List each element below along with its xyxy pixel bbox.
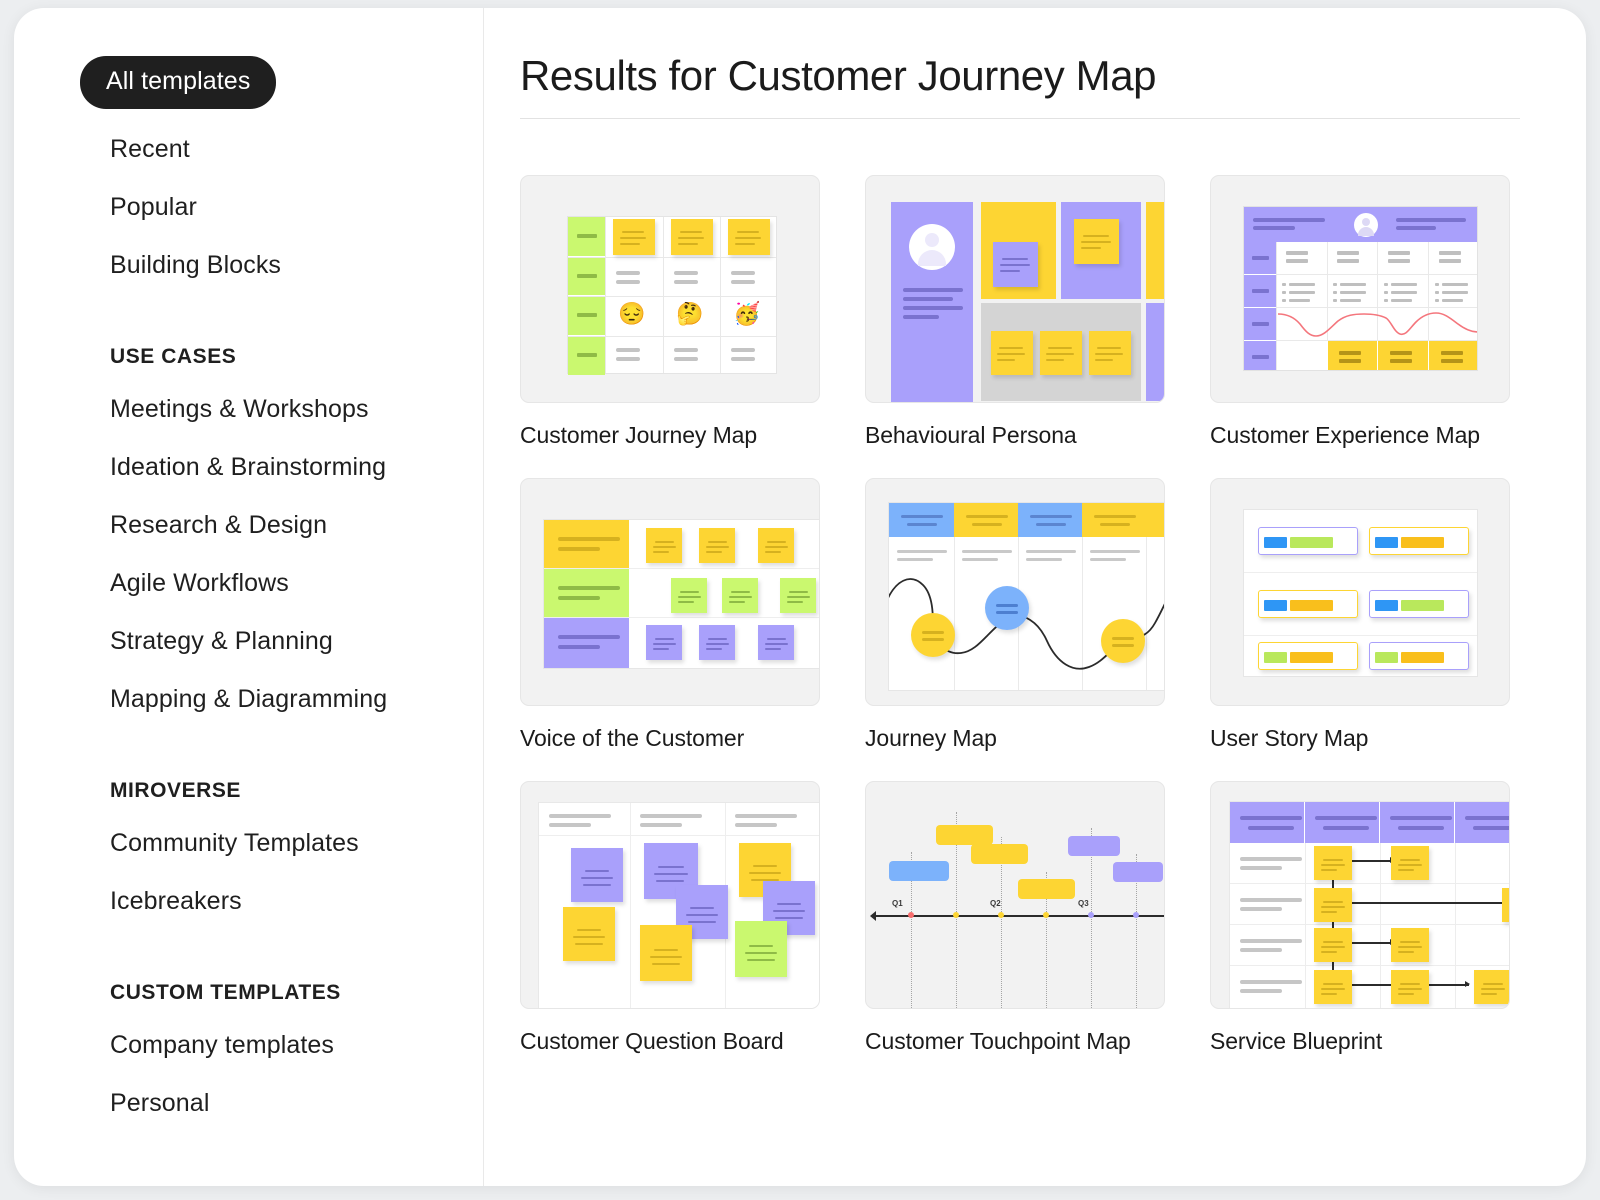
- template-title: Journey Map: [865, 725, 997, 751]
- sidebar-item-meetings-workshops[interactable]: Meetings & Workshops: [110, 395, 369, 423]
- template-title: Service Blueprint: [1210, 1028, 1383, 1054]
- emoji-thinking: 🤔: [676, 301, 704, 326]
- title-divider: [520, 118, 1520, 119]
- touchpoint-box: [1068, 836, 1120, 856]
- avatar-icon: [1354, 213, 1378, 237]
- sidebar-item-personal[interactable]: Personal: [110, 1089, 210, 1117]
- sidebar-item-community-templates[interactable]: Community Templates: [110, 829, 359, 857]
- template-title: Customer Journey Map: [520, 422, 758, 448]
- template-title: Customer Question Board: [520, 1028, 784, 1054]
- axis-arrow-icon: [870, 911, 876, 921]
- axis-label-q2: Q2: [990, 899, 1001, 908]
- journey-node: [1101, 619, 1145, 663]
- touchpoint-box: [1018, 879, 1075, 899]
- template-title: User Story Map: [1210, 725, 1369, 751]
- touchpoint-box: [936, 825, 993, 845]
- template-card[interactable]: User Story Map: [1210, 478, 1510, 752]
- touchpoint-box: [971, 844, 1028, 864]
- template-title: Customer Experience Map: [1210, 422, 1480, 448]
- journey-node: [985, 586, 1029, 630]
- thumbnail-journey-map: [865, 478, 1165, 706]
- sidebar-heading-use-cases: USE CASES: [110, 345, 237, 368]
- sidebar-item-strategy-planning[interactable]: Strategy & Planning: [110, 627, 333, 655]
- thumbnail-customer-touchpoint-map: Q1 Q2 Q3: [865, 781, 1165, 1009]
- thumbnail-customer-experience-map: [1210, 175, 1510, 403]
- thumbnail-service-blueprint: [1210, 781, 1510, 1009]
- thumbnail-user-story-map: [1210, 478, 1510, 706]
- template-card[interactable]: Customer Experience Map: [1210, 175, 1510, 449]
- axis-label-q3: Q3: [1078, 899, 1089, 908]
- touchpoint-box: [889, 861, 949, 881]
- thumbnail-behavioural-persona: [865, 175, 1165, 403]
- template-card[interactable]: Customer Question Board: [520, 781, 820, 1055]
- sidebar-item-popular[interactable]: Popular: [110, 193, 197, 221]
- sidebar-item-agile-workflows[interactable]: Agile Workflows: [110, 569, 289, 597]
- template-card[interactable]: Voice of the Customer: [520, 478, 820, 752]
- touchpoint-box: [1113, 862, 1163, 882]
- thumbnail-customer-journey-map: 😔 🤔 🥳: [520, 175, 820, 403]
- templates-panel: All templates Recent Popular Building Bl…: [14, 8, 1586, 1186]
- sidebar: All templates Recent Popular Building Bl…: [14, 8, 484, 1186]
- sidebar-item-ideation-brainstorming[interactable]: Ideation & Brainstorming: [110, 453, 387, 481]
- sidebar-heading-custom-templates: CUSTOM TEMPLATES: [110, 981, 341, 1004]
- template-card[interactable]: Journey Map: [865, 478, 1165, 752]
- emoji-partying: 🥳: [733, 301, 761, 326]
- page-title: Results for Customer Journey Map: [520, 52, 1157, 99]
- sidebar-item-building-blocks[interactable]: Building Blocks: [110, 251, 282, 279]
- thumbnail-voice-of-the-customer: [520, 478, 820, 706]
- axis-label-q1: Q1: [892, 899, 903, 908]
- sidebar-item-recent[interactable]: Recent: [110, 135, 190, 163]
- emoji-pensive: 😔: [618, 301, 646, 326]
- results-area: Results for Customer Journey Map: [484, 8, 1586, 1186]
- template-card[interactable]: Service Blueprint: [1210, 781, 1510, 1055]
- sidebar-heading-miroverse: MIROVERSE: [110, 779, 241, 802]
- sidebar-item-all-templates[interactable]: All templates: [80, 56, 277, 109]
- template-card[interactable]: 😔 🤔 🥳 Customer Journey Map: [520, 175, 820, 449]
- thumbnail-customer-question-board: [520, 781, 820, 1009]
- sidebar-item-research-design[interactable]: Research & Design: [110, 511, 328, 539]
- emotion-curve: [1277, 312, 1477, 337]
- template-title: Customer Touchpoint Map: [865, 1028, 1131, 1054]
- template-card[interactable]: Behavioural Persona: [865, 175, 1165, 449]
- journey-node: [911, 613, 955, 657]
- template-grid: 😔 🤔 🥳 Customer Journey Map: [520, 175, 1530, 1055]
- sidebar-item-company-templates[interactable]: Company templates: [110, 1031, 335, 1059]
- template-title: Behavioural Persona: [865, 422, 1077, 448]
- template-card[interactable]: Q1 Q2 Q3 Customer Touchpoint Map: [865, 781, 1165, 1055]
- avatar-icon: [909, 224, 955, 270]
- sidebar-item-mapping-diagramming[interactable]: Mapping & Diagramming: [110, 685, 388, 713]
- template-title: Voice of the Customer: [520, 725, 745, 751]
- sidebar-item-icebreakers[interactable]: Icebreakers: [110, 887, 242, 915]
